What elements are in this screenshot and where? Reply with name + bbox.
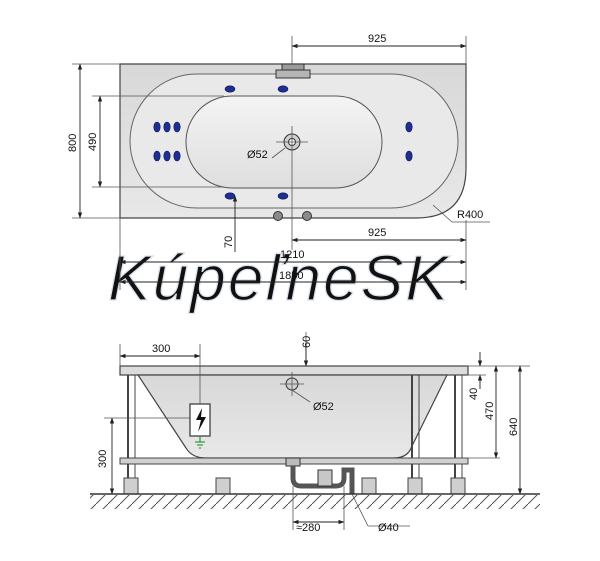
- jet: [224, 85, 236, 93]
- dim-socket-height-300: 300: [97, 450, 109, 468]
- dim-inner-490: 490: [87, 133, 99, 151]
- jet: [153, 150, 161, 162]
- dim-radius-r400: R400: [457, 209, 483, 221]
- dim-height-640: 640: [508, 418, 520, 436]
- jet: [405, 121, 413, 133]
- dim-overflow-300: 300: [152, 343, 170, 355]
- tub-filler: [275, 63, 311, 79]
- jet: [224, 192, 236, 200]
- jet: [173, 150, 181, 162]
- dim-outlet-d40: Ø40: [378, 522, 399, 534]
- drain-top: [271, 126, 308, 159]
- jet: [163, 150, 171, 162]
- dim-total-1850: 1850: [279, 270, 303, 282]
- jets: [153, 85, 413, 200]
- top-view: Ø52 925 800 490 R400 70 925: [67, 33, 490, 290]
- overflow-knob: [302, 211, 312, 221]
- dim-rim-40: 40: [468, 388, 480, 400]
- electrical-hazard-icon: [196, 408, 206, 432]
- jet: [405, 150, 413, 162]
- tub-rim-side: [119, 365, 469, 376]
- watermark: KúpeľneSK: [108, 242, 451, 314]
- jet: [277, 85, 289, 93]
- dim-overflow-d52: Ø52: [313, 401, 334, 413]
- dim-1210: 1210: [280, 249, 304, 261]
- dim-siphon-280: ≈280: [296, 522, 320, 534]
- dim-drain-925: 925: [368, 227, 386, 239]
- jet: [163, 121, 171, 133]
- side-view: Ø52 300 60 300 40: [90, 332, 540, 534]
- dim-height-800: 800: [67, 134, 79, 152]
- dim-width-925-top: 925: [368, 33, 386, 45]
- jet: [277, 192, 289, 200]
- overflow-knob: [273, 211, 283, 221]
- dim-drain-d52-top: Ø52: [247, 149, 268, 161]
- dim-offset-70: 70: [223, 236, 235, 248]
- siphon: [285, 457, 355, 494]
- floor-hatch: [90, 495, 540, 509]
- ground-icon: [195, 436, 205, 449]
- overflow-side: [280, 372, 311, 403]
- jet: [153, 121, 161, 133]
- jet: [173, 121, 181, 133]
- dim-depth-470: 470: [484, 402, 496, 420]
- dim-offset-60: 60: [301, 336, 313, 348]
